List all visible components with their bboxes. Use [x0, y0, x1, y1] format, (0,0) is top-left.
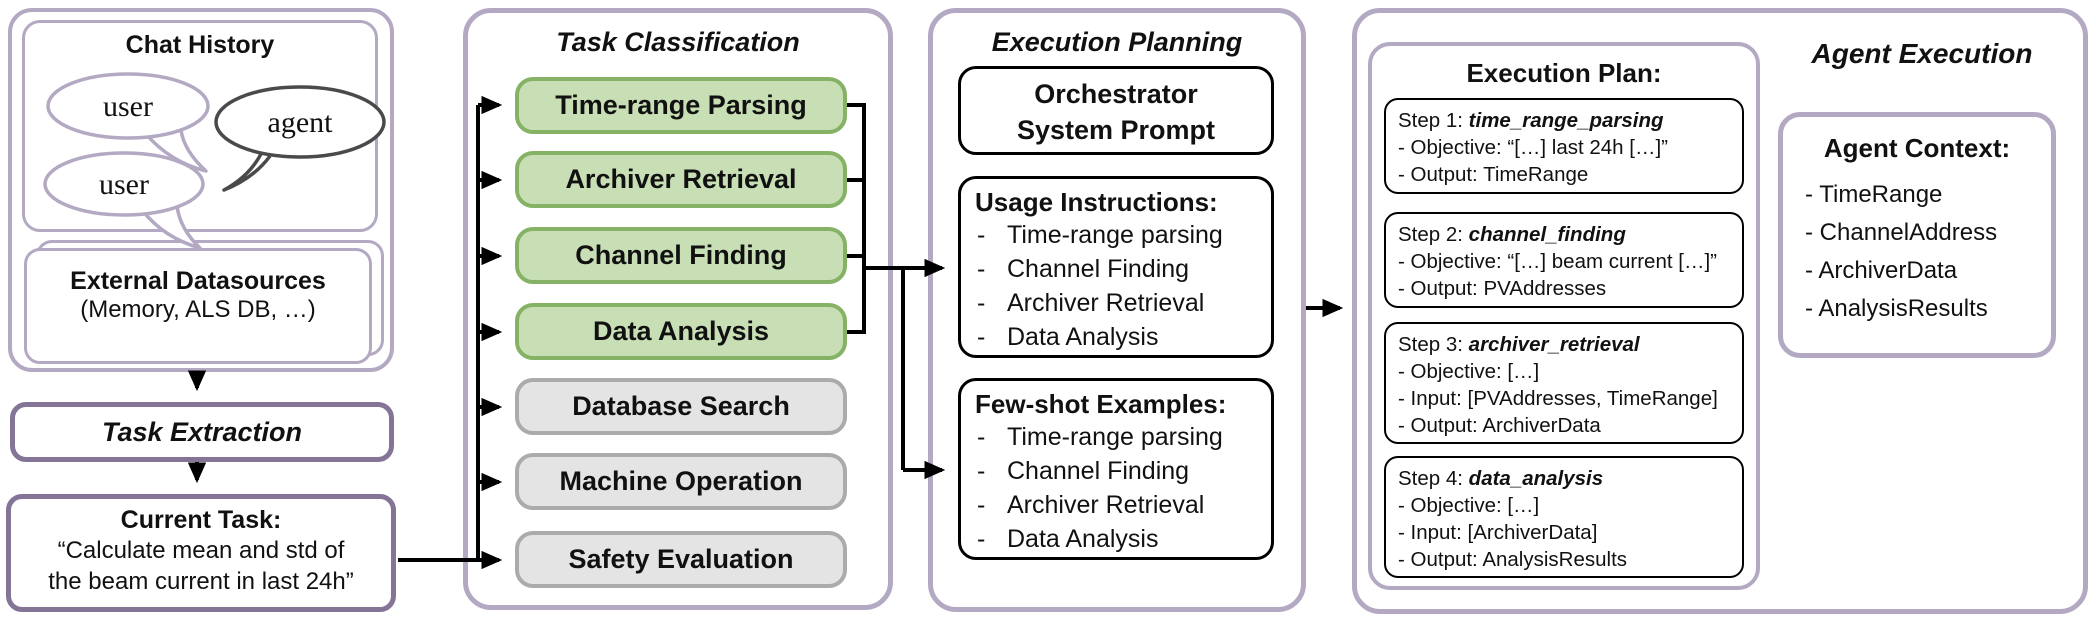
few-shot-examples-box: Few-shot Examples: - Time-range parsing …: [958, 378, 1274, 560]
step-4-name: data_analysis: [1468, 467, 1604, 490]
usage-item: - Channel Finding: [975, 252, 1271, 286]
step-4-line: - Objective: […]: [1398, 494, 1540, 517]
agent-context-box: Agent Context: - TimeRange - ChannelAddr…: [1778, 112, 2056, 358]
orchestrator-line1: Orchestrator: [1034, 79, 1198, 109]
step-3-line: - Objective: […]: [1398, 360, 1540, 383]
chat-history-box: Chat History: [22, 20, 378, 232]
task-extraction-box: Task Extraction: [10, 402, 394, 462]
external-datasources-title: External Datasources: [70, 267, 326, 295]
step-1-header: Step 1: time_range_parsing: [1398, 109, 1664, 132]
chip-time-range-parsing: Time-range Parsing: [515, 77, 847, 134]
agent-context-item: - AnalysisResults: [1805, 295, 1988, 322]
chat-history-title: Chat History: [125, 31, 275, 59]
step-4-line: - Output: AnalysisResults: [1398, 548, 1628, 571]
chip-database-search: Database Search: [515, 378, 847, 435]
step-3-line: - Input: [PVAddresses, TimeRange]: [1398, 387, 1718, 410]
current-task-line2: the beam current in last 24h”: [48, 568, 354, 595]
usage-item: - Time-range parsing: [975, 218, 1271, 252]
chip-data-analysis: Data Analysis: [515, 303, 847, 360]
step-3-line: - Output: ArchiverData: [1398, 414, 1601, 437]
step-4-header: Step 4: data_analysis: [1398, 467, 1604, 490]
bullet-dash: -: [977, 323, 986, 351]
step-2-line: - Output: PVAddresses: [1398, 277, 1607, 300]
task-extraction-label: Task Extraction: [101, 417, 303, 447]
current-task-line1: “Calculate mean and std of: [57, 537, 345, 564]
usage-instructions-box: Usage Instructions: - Time-range parsing…: [958, 176, 1274, 358]
usage-item: - Data Analysis: [975, 320, 1271, 354]
bullet-dash: -: [977, 491, 986, 519]
step-1-name: time_range_parsing: [1468, 109, 1664, 132]
bullet-dash: -: [977, 255, 986, 283]
agent-context-item: - ChannelAddress: [1805, 219, 1998, 246]
few-shot-item: - Channel Finding: [975, 454, 1271, 488]
usage-item: - Archiver Retrieval: [975, 286, 1271, 320]
agent-execution-title: Agent Execution: [1811, 38, 2033, 69]
step-1-line: - Output: TimeRange: [1398, 163, 1589, 186]
external-datasources-subtitle: (Memory, ALS DB, …): [80, 296, 316, 323]
bullet-dash: -: [977, 423, 986, 451]
execution-planning-title: Execution Planning: [991, 27, 1243, 57]
usage-instructions-title: Usage Instructions:: [975, 187, 1218, 217]
step-3-box: Step 3: archiver_retrieval - Objective: …: [1384, 322, 1744, 444]
current-task-box: Current Task: “Calculate mean and std of…: [6, 494, 396, 612]
step-3-header: Step 3: archiver_retrieval: [1398, 333, 1640, 356]
external-datasources-box: External Datasources (Memory, ALS DB, …): [24, 248, 372, 364]
step-2-box: Step 2: channel_finding - Objective: “[……: [1384, 212, 1744, 308]
step-2-header: Step 2: channel_finding: [1398, 223, 1626, 246]
step-1-line: - Objective: “[…] last 24h […]”: [1398, 136, 1668, 159]
bullet-dash: -: [977, 525, 986, 553]
agent-context-item: - TimeRange: [1805, 181, 1943, 208]
step-4-line: - Input: [ArchiverData]: [1398, 521, 1598, 544]
agent-context-item: - ArchiverData: [1805, 257, 1958, 284]
few-shot-item: - Archiver Retrieval: [975, 488, 1271, 522]
few-shot-item: - Time-range parsing: [975, 420, 1271, 454]
chip-safety-evaluation: Safety Evaluation: [515, 531, 847, 588]
few-shot-item: - Data Analysis: [975, 522, 1271, 556]
chip-machine-operation: Machine Operation: [515, 453, 847, 510]
agent-context-title: Agent Context:: [1823, 133, 2011, 163]
chip-archiver-retrieval: Archiver Retrieval: [515, 151, 847, 208]
bullet-dash: -: [977, 289, 986, 317]
few-shot-examples-title: Few-shot Examples:: [975, 389, 1227, 419]
bullet-dash: -: [977, 457, 986, 485]
step-1-box: Step 1: time_range_parsing - Objective: …: [1384, 98, 1744, 194]
current-task-title: Current Task:: [120, 506, 282, 534]
step-4-box: Step 4: data_analysis - Objective: […] -…: [1384, 456, 1744, 578]
step-3-name: archiver_retrieval: [1468, 333, 1640, 356]
task-classification-title: Task Classification: [556, 27, 800, 57]
chip-channel-finding: Channel Finding: [515, 227, 847, 284]
bullet-dash: -: [977, 221, 986, 249]
execution-plan-title: Execution Plan:: [1466, 58, 1662, 88]
orchestrator-system-prompt-box: Orchestrator System Prompt: [958, 66, 1274, 155]
step-2-name: channel_finding: [1468, 223, 1626, 246]
step-2-line: - Objective: “[…] beam current […]”: [1398, 250, 1717, 273]
orchestrator-line2: System Prompt: [1016, 115, 1216, 145]
